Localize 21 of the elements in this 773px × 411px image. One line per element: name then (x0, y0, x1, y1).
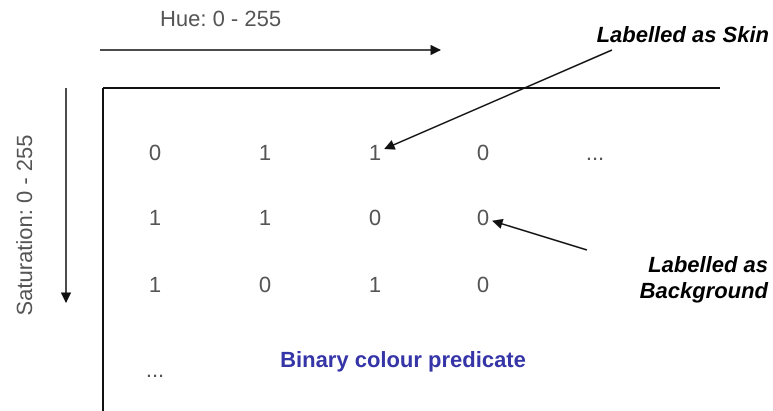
matrix-value: 1 (368, 271, 382, 299)
leader-arrow (492, 218, 588, 251)
callout-label: Labelled as Background (588, 252, 768, 304)
axis-label: Hue: 0 - 255 (160, 8, 282, 30)
callout-label: Labelled as Skin (524, 22, 769, 48)
matrix-value: 0 (476, 203, 490, 233)
matrix-value: 1 (258, 139, 272, 167)
matrix-value: 0 (476, 139, 490, 167)
leader-arrow (384, 49, 612, 150)
matrix-value: 0 (148, 139, 162, 167)
caption: Binary colour predicate (280, 346, 526, 374)
matrix-value: ... (146, 356, 164, 384)
axis-label: Saturation: 0 - 255 (14, 134, 36, 316)
matrix-value: 0 (476, 271, 490, 299)
matrix-value: 0 (368, 204, 382, 232)
matrix-value: 0 (258, 271, 272, 299)
matrix-value: 1 (258, 204, 272, 232)
matrix-value: 1 (368, 138, 382, 168)
matrix-value: 1 (148, 271, 162, 299)
matrix-value: 1 (148, 204, 162, 232)
matrix-value: ... (586, 139, 604, 167)
